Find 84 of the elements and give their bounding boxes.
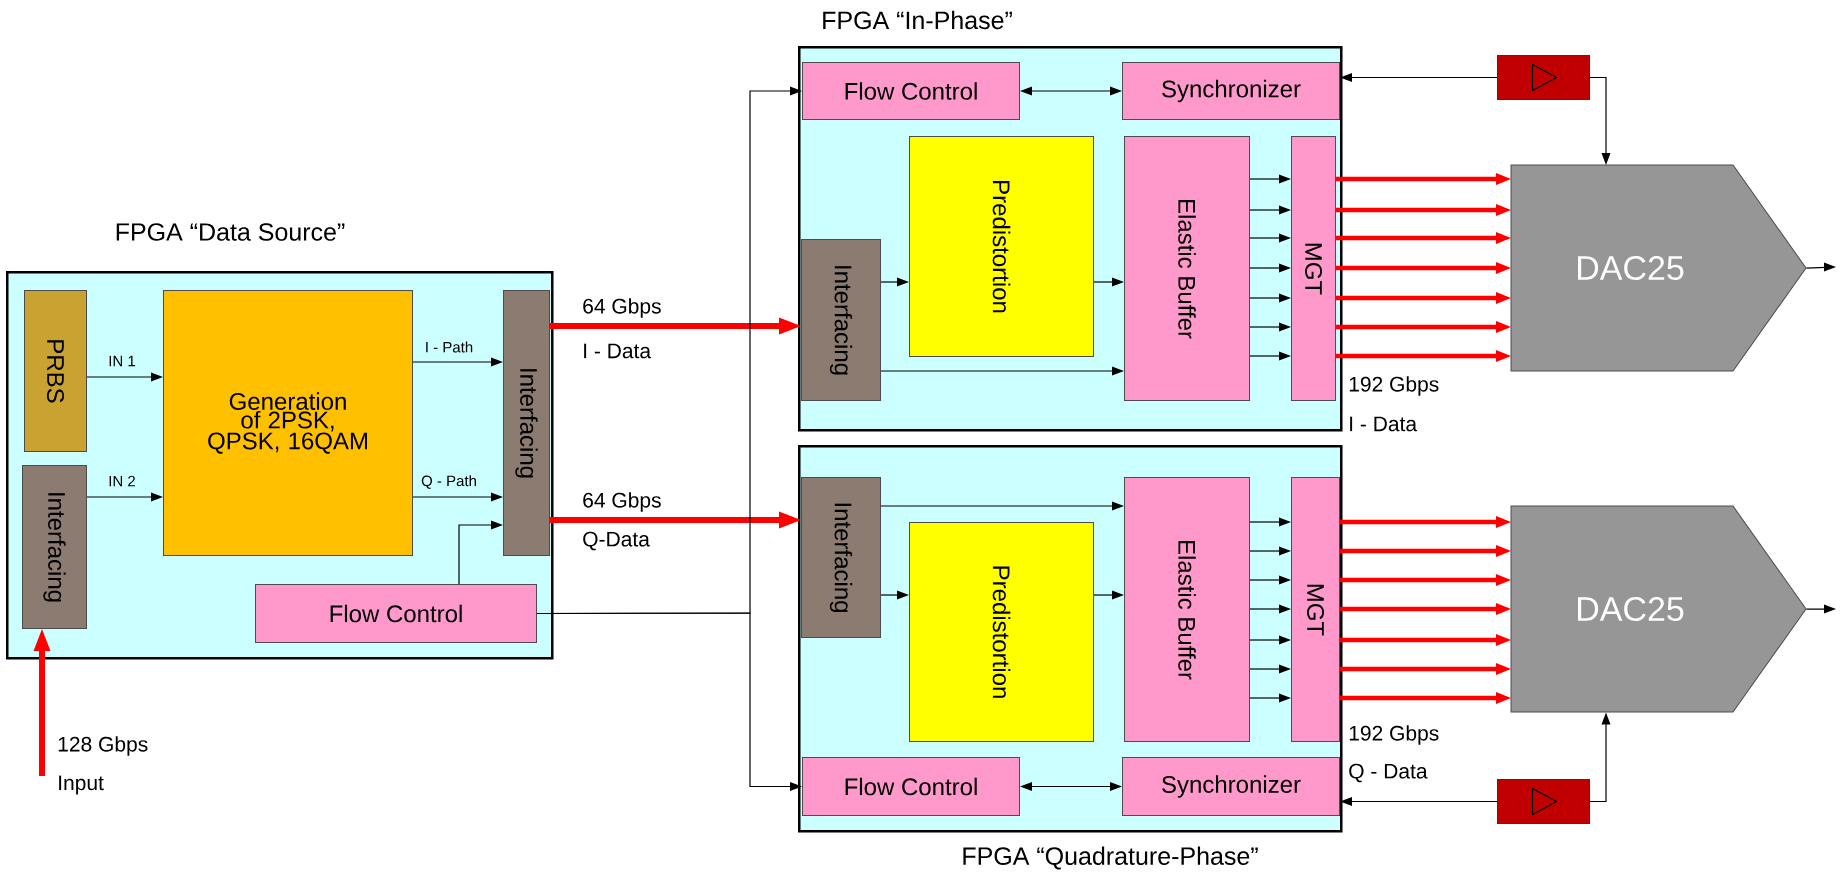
amplifier-symbol (1497, 779, 1590, 824)
arrow (1336, 232, 1511, 244)
arrow (458, 520, 503, 585)
arrow (1589, 712, 1611, 803)
arrow (1336, 350, 1511, 362)
arrow (1093, 277, 1124, 287)
arrow (1249, 693, 1291, 703)
edge-label: 64 Gbps (581, 297, 663, 319)
arrow (1340, 516, 1511, 528)
arrow (1336, 204, 1511, 216)
logic-box: MGT (1291, 136, 1336, 401)
logic-box: Flow Control (802, 62, 1020, 120)
arrow (550, 511, 801, 529)
data-rate-label: 128 Gbps (58, 736, 148, 756)
arrow (1249, 174, 1291, 184)
arrow (1340, 73, 1498, 82)
arrow (1249, 575, 1291, 585)
interface-box: Interfacing (503, 290, 550, 556)
arrow (1589, 76, 1611, 165)
edge-label: Q - Path (420, 474, 478, 490)
interface-box: Interfacing (22, 465, 87, 629)
arrow (880, 366, 1124, 376)
arrow (1093, 590, 1124, 600)
arrow (1249, 546, 1291, 556)
arrow (1249, 351, 1291, 361)
data-rate-label: Input (59, 775, 104, 795)
arrow (1340, 663, 1511, 675)
logic-box: Flow Control (802, 757, 1020, 816)
board-title: FPGA “In-Phase” (823, 10, 1012, 30)
interface-box: Interfacing (801, 239, 881, 401)
logic-box: Flow Control (255, 584, 537, 643)
data-rate-label: I - Data (584, 343, 652, 359)
data-rate-label: Q-Data (583, 531, 650, 551)
amplifier-symbol (1497, 55, 1590, 100)
logic-box: Synchronizer (1122, 62, 1340, 120)
arrow (1249, 233, 1291, 243)
arrow (880, 501, 1124, 511)
arrow (1020, 86, 1122, 96)
arrow (1249, 664, 1291, 674)
arrow (1249, 322, 1291, 332)
arrow (1805, 604, 1836, 614)
arrow (86, 492, 163, 502)
board-title: FPGA “Data Source” (116, 223, 345, 241)
arrow (1805, 262, 1836, 272)
logic-box: Synchronizer (1122, 757, 1340, 816)
arrow (1340, 634, 1511, 646)
arrow (1020, 782, 1122, 791)
edge-label: I - Path (423, 340, 475, 354)
arrow (1340, 545, 1511, 557)
arrow (1249, 517, 1291, 527)
arrow (1340, 797, 1498, 806)
arrow (1340, 574, 1511, 586)
data-rate-label: 192 Gbps (1349, 376, 1439, 396)
arrow (412, 357, 503, 367)
modulator-box: Generation of 2PSK, QPSK, 16QAM (163, 290, 413, 556)
logic-box: MGT (1291, 477, 1340, 742)
arrow (1249, 635, 1291, 645)
predistortion-box: Predistortion (909, 522, 1094, 742)
arrow (880, 277, 909, 287)
logic-box: Elastic Buffer (1124, 477, 1250, 742)
data-rate-label: Q - Data (1349, 763, 1428, 783)
arrow (1340, 692, 1511, 704)
predistortion-box: Predistortion (909, 136, 1094, 357)
arrow (880, 590, 909, 600)
data-rate-label: 192 Gbps (1349, 725, 1439, 745)
edge-label: 64 Gbps (581, 491, 663, 513)
board-title: FPGA “Quadrature-Phase” (963, 846, 1258, 870)
interface-box: Interfacing (801, 477, 881, 638)
arrow (1336, 173, 1511, 185)
arrow (1336, 262, 1511, 274)
arrow (1249, 293, 1291, 303)
arrow (1336, 292, 1511, 304)
arrow (412, 492, 503, 502)
arrow (1249, 263, 1291, 273)
arrow (1340, 603, 1511, 615)
arrow (1249, 604, 1291, 614)
arrow (86, 372, 163, 382)
arrow (550, 317, 801, 335)
arrow (1249, 205, 1291, 215)
prbs-box: PRBS (24, 290, 87, 452)
arrow (536, 612, 802, 791)
arrow (1336, 321, 1511, 333)
data-rate-label: I - Data (1350, 416, 1418, 432)
logic-box: Elastic Buffer (1124, 136, 1250, 401)
